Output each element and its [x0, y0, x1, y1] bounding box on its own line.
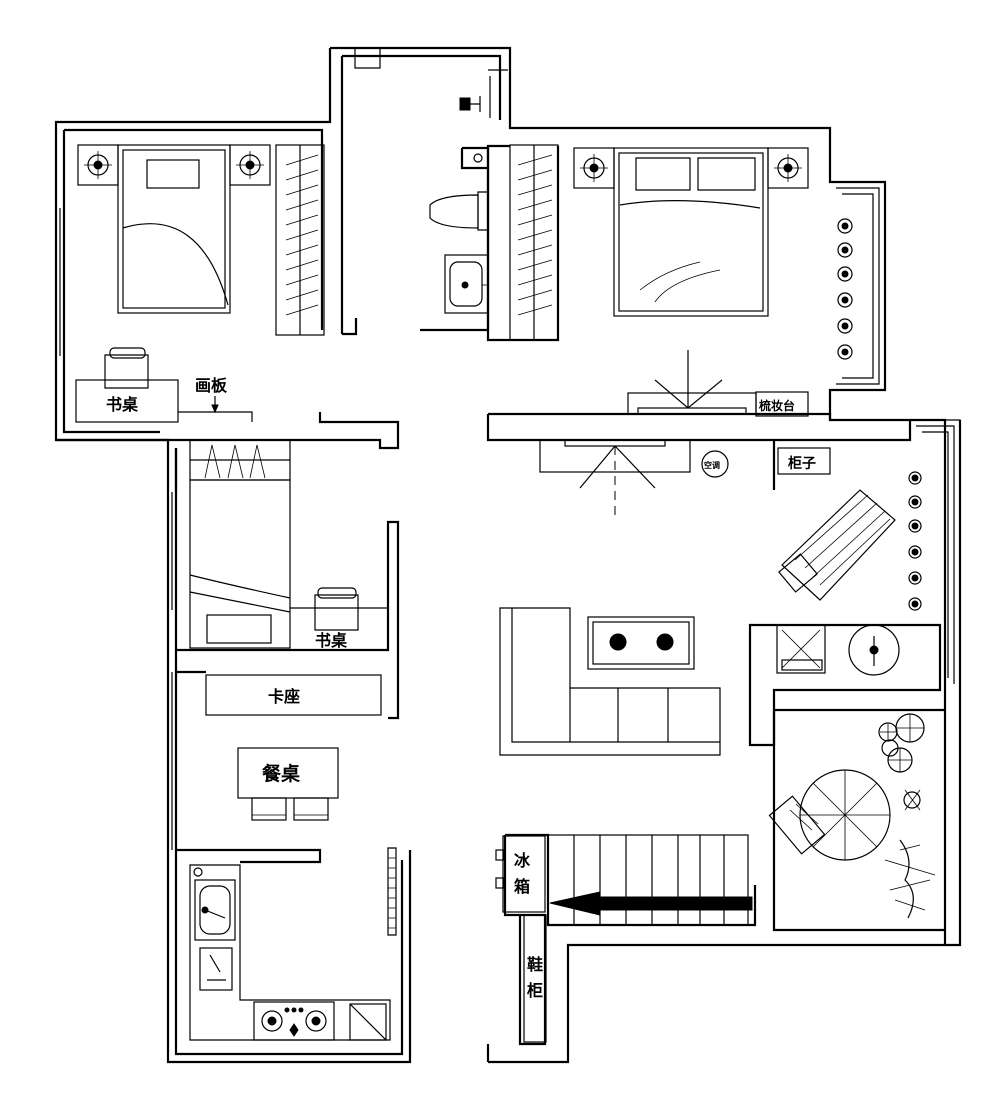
nightstand-left: [77, 144, 119, 186]
terrace-plants: [878, 713, 936, 919]
wardrobe-right: [509, 144, 559, 341]
dining-table: [237, 747, 339, 799]
banquette: [205, 674, 382, 716]
toilet: [429, 191, 489, 231]
interior-walls: [56, 144, 945, 1046]
label-dining-table: 餐桌: [262, 762, 300, 785]
windows: [55, 48, 961, 936]
label-painting-board: 画板: [195, 376, 228, 395]
refrigerator: [495, 835, 546, 913]
dining: [205, 674, 382, 821]
desk-child: [290, 587, 388, 631]
sofa: [499, 607, 721, 756]
tv-living: [539, 439, 691, 520]
washbasin: [444, 254, 489, 314]
room-labels: 书桌 画板 书桌 卡座 餐桌 梳妆台 空调 柜子 冰 箱 鞋 柜: [106, 376, 816, 1000]
lounge-chair: [778, 489, 896, 601]
dressing-table: [755, 391, 809, 417]
patio-umbrella-set: [768, 769, 891, 861]
bed-left: [117, 144, 231, 314]
nightstand-right-b: [767, 147, 809, 189]
gas-stove: [253, 1001, 335, 1041]
bathroom: [429, 96, 489, 314]
nightstand-right-a: [573, 147, 615, 189]
label-banquette: 卡座: [268, 687, 300, 706]
label-fridge-2: 箱: [514, 877, 530, 896]
outer-walls: [54, 46, 962, 1064]
label-fridge-1: 冰: [514, 851, 531, 870]
kitchen-sink: [193, 867, 236, 941]
label-desk-lower: 书桌: [315, 631, 347, 650]
label-shoe-cabinet-2: 柜: [527, 981, 543, 1000]
plants-living-window: [908, 471, 922, 611]
shelf-child: [189, 439, 291, 481]
kitchen: [189, 864, 391, 1041]
desk-area-upper: [75, 347, 253, 423]
dining-chairs: [251, 797, 329, 821]
cutting-board: [199, 947, 233, 991]
wardrobe-left: [275, 144, 325, 336]
entrance-area: [495, 713, 936, 1043]
child-room: [189, 439, 388, 649]
bed-child: [189, 479, 291, 649]
label-air-conditioner: 空调: [704, 460, 720, 470]
label-desk-upper: 书桌: [106, 395, 138, 414]
bedroom-master-left: [75, 144, 325, 423]
cabinet: [777, 447, 831, 475]
bedroom-master-right: [509, 144, 853, 417]
nightstand-right: [229, 144, 271, 186]
staircase: [547, 834, 753, 926]
air-conditioner: [701, 450, 729, 478]
double-bed: [613, 147, 769, 317]
range-hood: [349, 1003, 387, 1041]
shoe-cabinet: [523, 914, 547, 1043]
label-cabinet: 柜子: [788, 455, 816, 472]
tv-bedroom: [627, 350, 757, 415]
label-shoe-cabinet-1: 鞋: [527, 955, 543, 974]
living-room: [499, 439, 922, 756]
shower-valve: [459, 96, 481, 112]
plants-bay-window: [837, 218, 853, 360]
coffee-table: [587, 616, 695, 670]
utility-sink: [776, 624, 900, 676]
label-dressing-table: 梳妆台: [759, 398, 795, 413]
